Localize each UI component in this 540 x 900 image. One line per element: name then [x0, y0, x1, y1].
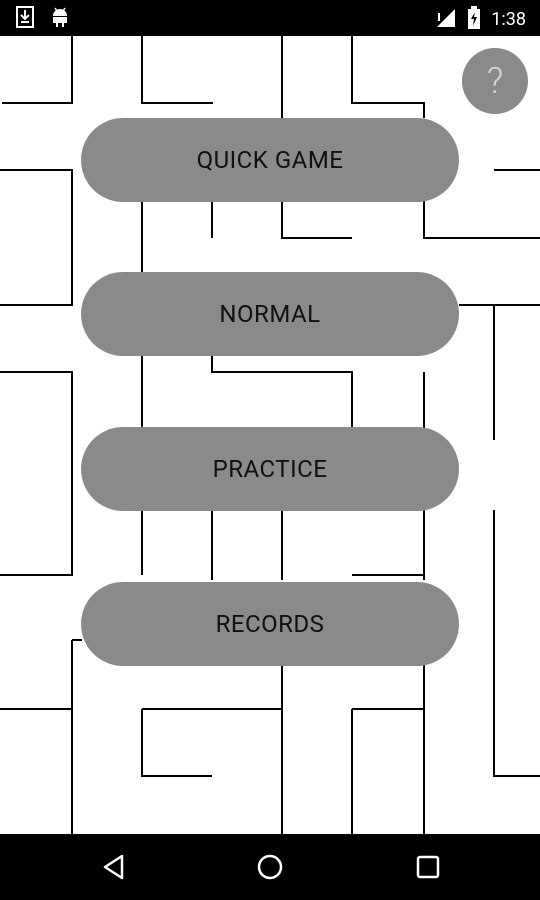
quick-game-button[interactable]: QUICK GAME — [81, 118, 459, 202]
quick-game-label: QUICK GAME — [196, 146, 344, 174]
back-icon[interactable] — [98, 851, 130, 883]
battery-charging-icon — [467, 6, 481, 34]
home-icon[interactable] — [254, 851, 286, 883]
android-icon — [50, 6, 70, 32]
status-bar: 1:38 — [0, 0, 540, 36]
question-mark-icon: ? — [486, 60, 504, 102]
help-button[interactable]: ? — [462, 48, 528, 114]
recents-icon[interactable] — [412, 851, 444, 883]
download-icon — [16, 6, 34, 32]
signal-icon — [435, 7, 457, 33]
status-left-icons — [16, 6, 70, 32]
status-time: 1:38 — [491, 9, 526, 30]
records-label: RECORDS — [215, 610, 325, 638]
maze-background — [0, 36, 540, 834]
practice-label: PRACTICE — [212, 455, 328, 483]
normal-label: NORMAL — [219, 300, 321, 328]
navigation-bar — [0, 834, 540, 900]
records-button[interactable]: RECORDS — [81, 582, 459, 666]
practice-button[interactable]: PRACTICE — [81, 427, 459, 511]
status-right-icons: 1:38 — [435, 6, 526, 34]
normal-button[interactable]: NORMAL — [81, 272, 459, 356]
